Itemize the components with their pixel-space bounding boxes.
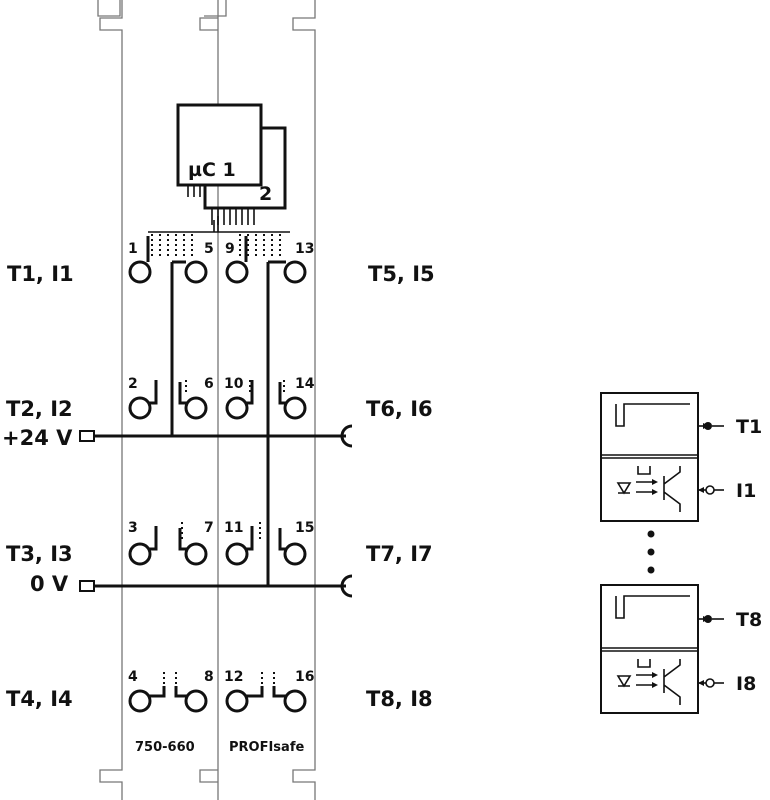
terminal-row-3 xyxy=(128,522,307,566)
terminal-row-1 xyxy=(128,236,307,586)
label-supply-zero: 0 V xyxy=(30,572,69,596)
symbol-block-last xyxy=(600,584,724,714)
symbol-block-first xyxy=(600,392,724,522)
pin-13: 13 xyxy=(295,241,314,257)
pin-2: 2 xyxy=(128,376,138,392)
label-t3-i3: T3, I3 xyxy=(6,542,73,566)
microcontroller-2-label: 2 xyxy=(259,183,272,205)
legend-i-last: I8 xyxy=(736,673,756,695)
label-t6-i6: T6, I6 xyxy=(366,397,433,421)
legend-i-first: I1 xyxy=(736,480,756,502)
pin-5: 5 xyxy=(204,241,214,257)
label-t5-i5: T5, I5 xyxy=(368,262,435,286)
pin-4: 4 xyxy=(128,669,138,685)
terminal-row-4 xyxy=(128,672,307,713)
pin-11: 11 xyxy=(224,520,243,536)
label-supply-plus: +24 V xyxy=(2,426,73,450)
pin-16: 16 xyxy=(295,669,314,685)
pin-15: 15 xyxy=(295,520,314,536)
continuation-dots xyxy=(647,530,655,574)
microcontroller-block: µC 1 2 xyxy=(148,103,290,258)
label-t4-i4: T4, I4 xyxy=(6,687,73,711)
pin-10: 10 xyxy=(224,376,244,392)
pin-8: 8 xyxy=(204,669,214,685)
label-t7-i7: T7, I7 xyxy=(366,542,433,566)
terminal-row-2 xyxy=(128,380,307,420)
supply-bus-0v xyxy=(79,574,353,598)
supply-bus-24v xyxy=(79,424,353,448)
label-t1-i1: T1, I1 xyxy=(7,262,74,286)
label-t8-i8: T8, I8 xyxy=(366,687,433,711)
legend-t-last: T8 xyxy=(736,609,762,631)
pin-3: 3 xyxy=(128,520,138,536)
pin-6: 6 xyxy=(204,376,214,392)
microcontroller-1-label: µC 1 xyxy=(188,159,236,181)
pin-12: 12 xyxy=(224,669,243,685)
pin-1: 1 xyxy=(128,241,138,257)
label-t2-i2: T2, I2 xyxy=(6,397,73,421)
pin-7: 7 xyxy=(204,520,214,536)
pin-14: 14 xyxy=(295,376,315,392)
profile-label: PROFIsafe xyxy=(229,740,304,755)
legend-t-first: T1 xyxy=(736,416,762,438)
part-number: 750-660 xyxy=(135,740,195,755)
pin-9: 9 xyxy=(225,241,235,257)
